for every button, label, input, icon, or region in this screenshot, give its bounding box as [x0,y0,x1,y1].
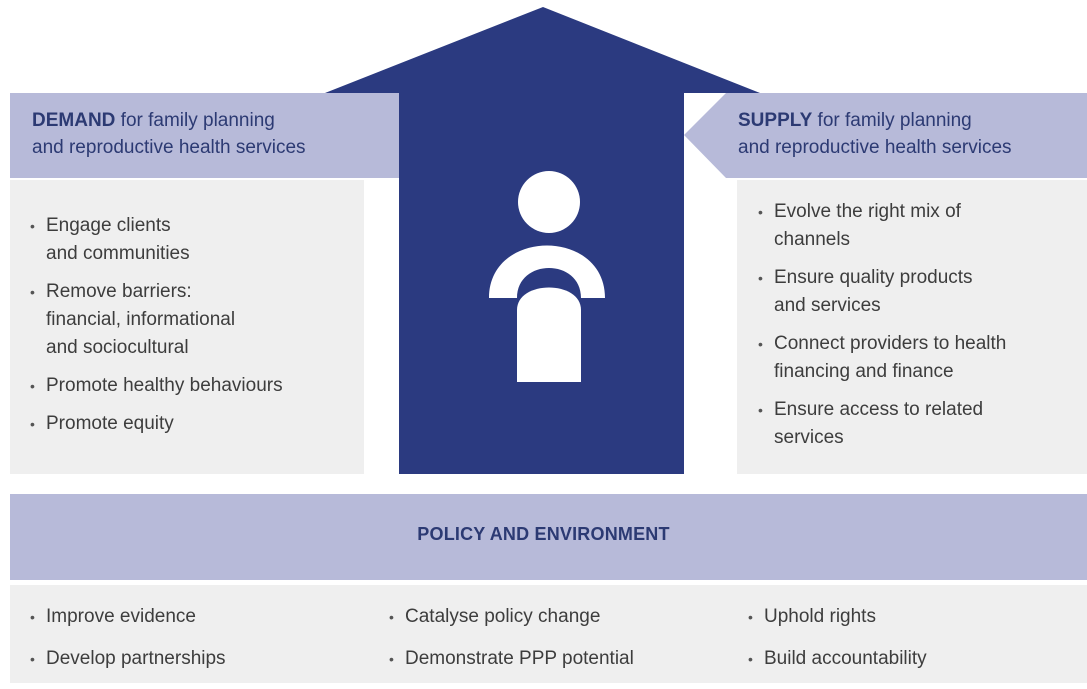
supply-item-line: Ensure access to related [774,399,984,420]
supply-item-line: channels [774,229,851,250]
policy-band [10,494,1087,580]
demand-item-line: and sociocultural [46,337,189,358]
demand-item-line: Promote equity [46,413,174,434]
policy-column-1: Improve evidence Develop partnerships [30,605,360,689]
person-icon [489,171,605,382]
policy-item: Improve evidence [30,605,360,629]
demand-header-line1: DEMAND for family planning [32,107,306,134]
supply-header-arrow [684,93,1087,178]
supply-item-line: Connect providers to health [774,333,1007,354]
policy-item: Build accountability [748,647,1078,671]
demand-header-line2: and reproductive health services [32,137,306,158]
demand-header-rest: for family planning [115,110,275,131]
policy-item: Demonstrate PPP potential [389,647,729,671]
policy-item: Develop partnerships [30,647,360,671]
policy-column-3: Uphold rights Build accountability [748,605,1078,689]
house-body [399,93,684,474]
supply-item-line: services [774,427,844,448]
policy-item: Catalyse policy change [389,605,729,629]
demand-item: Engage clients and communities [30,212,360,268]
demand-header-arrow [10,93,442,178]
supply-item: Connect providers to health financing an… [758,330,1083,386]
supply-item-line: Ensure quality products [774,267,973,288]
demand-item: Promote healthy behaviours [30,372,360,400]
demand-header: DEMAND for family planning and reproduct… [32,107,306,161]
demand-item-line: and communities [46,243,190,264]
supply-item-line: Evolve the right mix of [774,201,961,222]
supply-item-line: and services [774,295,881,316]
demand-list: Engage clients and communities Remove ba… [30,212,360,448]
supply-header-bold: SUPPLY [738,110,813,131]
demand-header-bold: DEMAND [32,110,116,131]
supply-item: Evolve the right mix of channels [758,198,1083,254]
demand-item-line: Promote healthy behaviours [46,375,283,396]
supply-item: Ensure quality products and services [758,264,1083,320]
demand-item: Promote equity [30,410,360,438]
supply-list: Evolve the right mix of channels Ensure … [758,198,1083,462]
supply-header-rest: for family planning [812,110,972,131]
policy-column-2: Catalyse policy change Demonstrate PPP p… [389,605,729,689]
policy-title: POLICY AND ENVIRONMENT [417,524,670,544]
supply-header: SUPPLY for family planning and reproduct… [738,107,1012,161]
demand-item-line: Engage clients [46,215,171,236]
demand-item: Remove barriers: financial, informationa… [30,278,360,362]
policy-item: Uphold rights [748,605,1078,629]
supply-header-line1: SUPPLY for family planning [738,107,1012,134]
supply-item: Ensure access to related services [758,396,1083,452]
supply-item-line: financing and finance [774,361,954,382]
supply-header-line2: and reproductive health services [738,137,1012,158]
house-roof [325,7,760,93]
demand-item-line: financial, informational [46,309,236,330]
demand-item-line: Remove barriers: [46,281,192,302]
